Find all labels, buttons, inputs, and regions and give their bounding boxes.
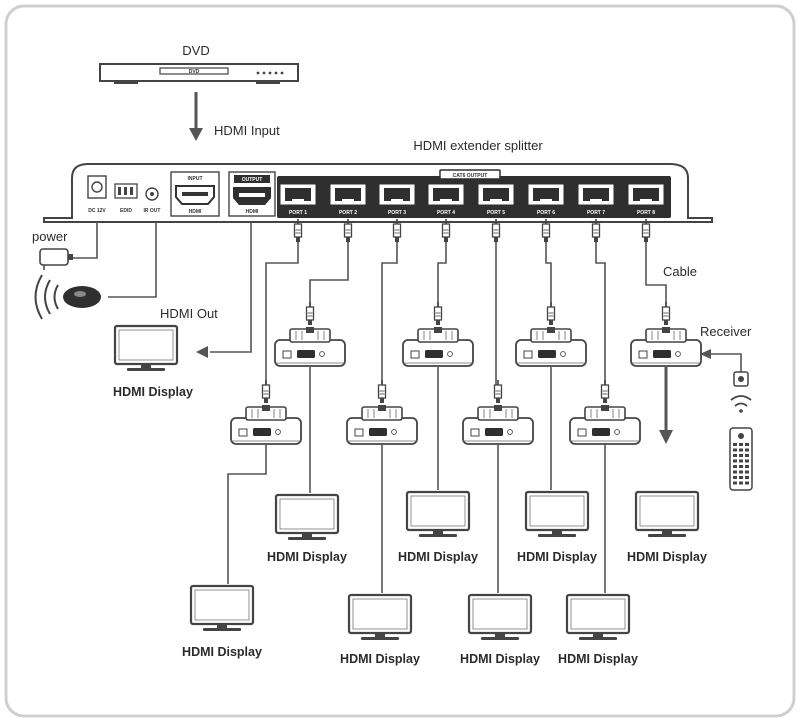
- output-port-sub: HDMI: [246, 209, 259, 215]
- display-monitor-6: [347, 593, 413, 642]
- rj45-port-8: PORT 8: [628, 184, 664, 216]
- hdmi-input-label: HDMI Input: [214, 123, 280, 138]
- edid-label: EDID: [120, 208, 132, 214]
- cat6-output-bar: [277, 176, 671, 218]
- rj45-port-5: PORT 5: [478, 184, 514, 216]
- hdmi-out-cable: [210, 222, 252, 353]
- display-label-6: HDMI Display: [340, 652, 420, 666]
- display-label-4: HDMI Display: [627, 550, 707, 564]
- port-label-5: PORT 5: [487, 210, 505, 216]
- port-label-1: PORT 1: [289, 210, 307, 216]
- display-monitor-8: [565, 593, 631, 642]
- rj45-port-3: PORT 3: [379, 184, 415, 216]
- port-label-3: PORT 3: [388, 210, 406, 216]
- cable-label: Cable: [663, 264, 697, 279]
- splitter-label: HDMI extender splitter: [413, 138, 543, 153]
- port-label-2: PORT 2: [339, 210, 357, 216]
- ir-blaster-icon: [34, 274, 101, 320]
- display-label-1: HDMI Display: [267, 550, 347, 564]
- cat6-label: CAT6 OUTPUT: [453, 173, 488, 179]
- port-label-8: PORT 8: [637, 210, 655, 216]
- display-monitor-5: [189, 584, 255, 633]
- dvd-screen-label: DVD: [189, 69, 200, 75]
- cat6-cable-6: [545, 238, 552, 308]
- rj45-port-1: PORT 1: [280, 184, 316, 216]
- output-port-title: OUTPUT: [242, 177, 263, 183]
- cat6-cable-3: [381, 238, 398, 385]
- port-label-6: PORT 6: [537, 210, 555, 216]
- display-label-3: HDMI Display: [517, 550, 597, 564]
- input-port-title: INPUT: [188, 176, 203, 182]
- dc-label: DC 12V: [88, 208, 106, 214]
- display-label-local: HDMI Display: [113, 385, 193, 399]
- cat6-cable-2: [309, 238, 349, 308]
- port-label-4: PORT 4: [437, 210, 455, 216]
- hdmi-splitter: DC 12V EDID IR OUT INPUT HDMI OUTPUT HDM…: [43, 163, 713, 223]
- receiver-label: Receiver: [700, 324, 752, 339]
- dvd-player: DVD: [99, 63, 299, 84]
- remote-control-icon: [729, 395, 753, 491]
- display-label-8: HDMI Display: [558, 652, 638, 666]
- cat6-cable-8: [645, 238, 667, 308]
- input-port-sub: HDMI: [189, 209, 202, 215]
- rj45-port-7: PORT 7: [578, 184, 614, 216]
- rj45-port-2: PORT 2: [330, 184, 366, 216]
- hdmi-input-arrow: [189, 128, 203, 141]
- display-monitor-local: [113, 324, 179, 373]
- hdmi-out-arrow: [196, 346, 208, 358]
- cat6-cable-1: [265, 238, 299, 385]
- power-cable: [72, 222, 98, 259]
- power-adapter: [39, 248, 73, 270]
- display-monitor-4: [634, 490, 700, 539]
- ir-receiver-icon: [733, 371, 749, 387]
- ir-out-label: IR OUT: [144, 208, 161, 214]
- power-label: power: [32, 229, 68, 244]
- ir-cable: [108, 222, 157, 298]
- dvd-label: DVD: [182, 43, 209, 58]
- rj45-port-6: PORT 6: [528, 184, 564, 216]
- display-monitor-7: [467, 593, 533, 642]
- cat6-cable-7: [595, 238, 606, 385]
- display-monitor-2: [405, 490, 471, 539]
- cat6-cable-4: [437, 238, 447, 308]
- remote-ir-cable: [703, 353, 742, 372]
- display-label-7: HDMI Display: [460, 652, 540, 666]
- display-label-2: HDMI Display: [398, 550, 478, 564]
- rj45-port-4: PORT 4: [428, 184, 464, 216]
- display-monitor-1: [274, 493, 340, 542]
- hdmi-output-line-4: [227, 445, 267, 584]
- hdmi-output-arrow-8: [659, 430, 673, 444]
- display-label-5: HDMI Display: [182, 645, 262, 659]
- hdmi-out-label: HDMI Out: [160, 306, 218, 321]
- port-label-7: PORT 7: [587, 210, 605, 216]
- display-monitor-3: [524, 490, 590, 539]
